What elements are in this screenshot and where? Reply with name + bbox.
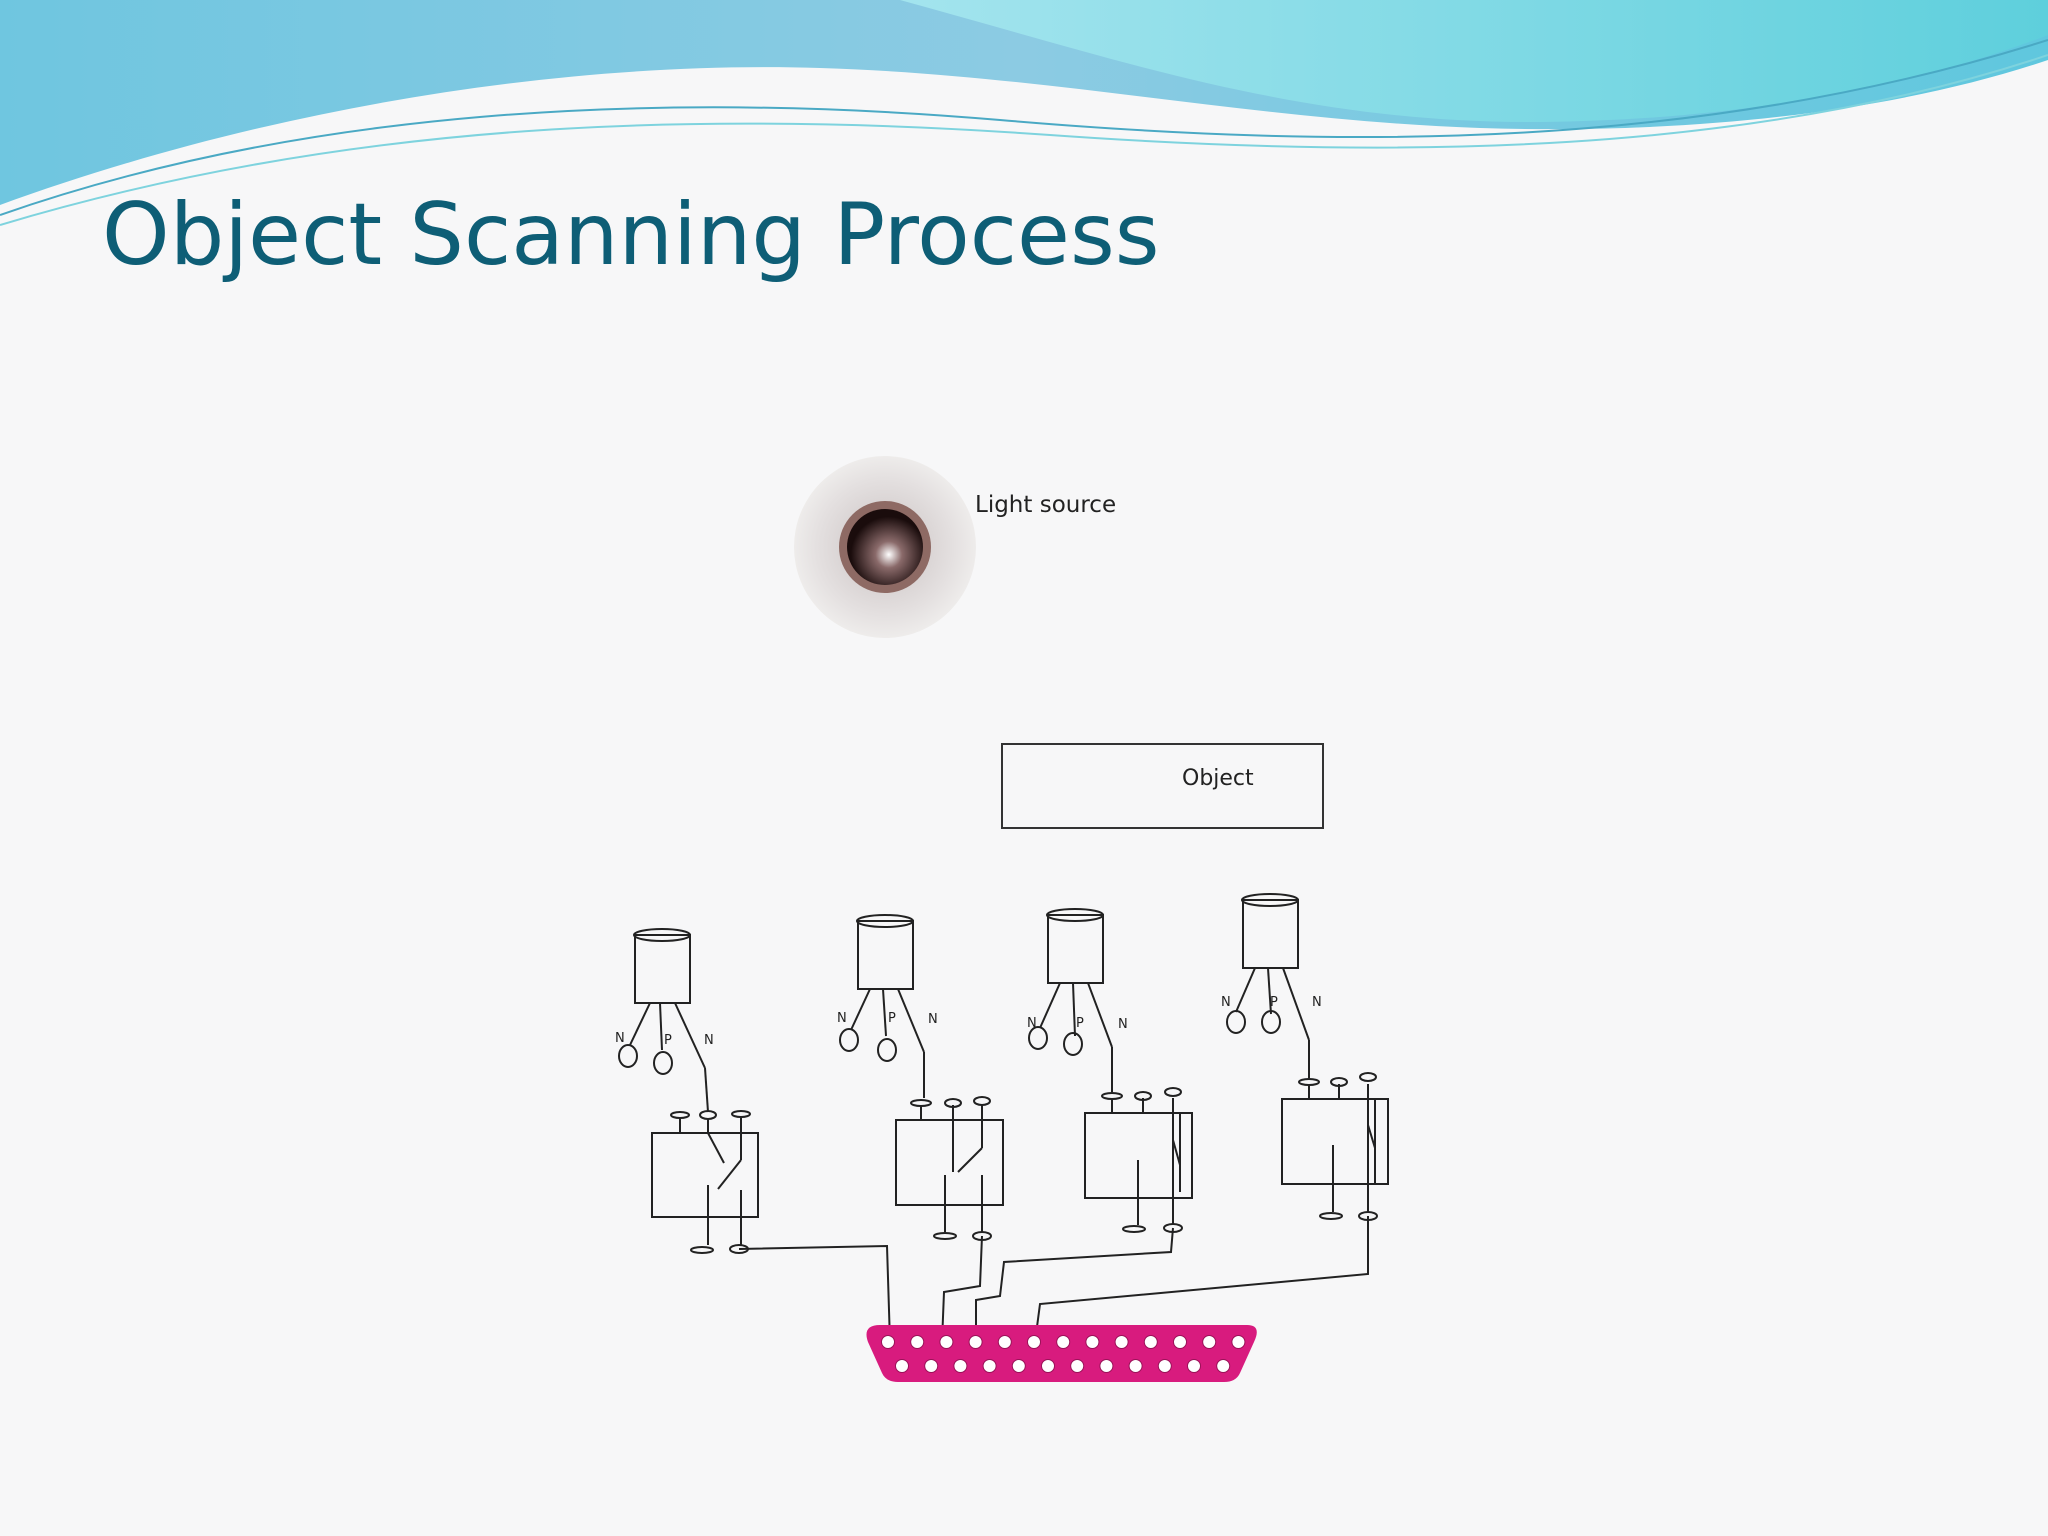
connector-pins [881,1335,1246,1373]
connector-pin [910,1335,925,1349]
relay-box [651,1132,759,1218]
object-label: Object [1182,766,1254,791]
connector-pin [1216,1359,1231,1373]
sensor-unit [1226,893,1389,1221]
db25-connector [866,1325,1257,1382]
pin-label-n: N [1221,995,1231,1010]
connector-pin [1011,1359,1026,1373]
pin-label-n: N [837,1011,847,1026]
connector-pin [997,1335,1012,1349]
connector-shell [866,1325,1257,1382]
pin-label-p: P [1076,1016,1084,1031]
connector-pin [924,1359,939,1373]
light-source-label: Light source [975,492,1116,518]
connector-pin [1231,1335,1246,1349]
connector-pin [1114,1335,1129,1349]
slide-title: Object Scanning Process [102,185,1160,285]
wire [1034,1216,1369,1343]
wire [941,1235,983,1343]
pin-label-p: P [888,1011,896,1026]
pin-label-n: N [704,1033,714,1048]
pin-label-n: N [1027,1016,1037,1031]
connector-pin [1157,1359,1172,1373]
object-box [1001,743,1324,829]
connector-pin [939,1335,954,1349]
wires [738,1216,1369,1343]
connector-pin [1128,1359,1143,1373]
pin-label-p: P [1270,995,1278,1010]
connector-pin [1202,1335,1217,1349]
connector-pin [1056,1335,1071,1349]
connector-pin [982,1359,997,1373]
pin-label-n: N [1312,995,1322,1010]
connector-pin [1173,1335,1187,1349]
pin-label-n: N [928,1012,938,1027]
connector-pin [1027,1335,1041,1349]
sensor-unit [839,914,1004,1241]
connector-pin [968,1335,983,1349]
phototransistor-body [1047,914,1104,984]
sensor-unit [1028,908,1193,1233]
connector-pin [895,1359,909,1373]
connector-pin [1187,1359,1201,1373]
connector-pin [1041,1359,1055,1373]
light-source [794,456,976,638]
relay-box [895,1119,1004,1206]
connector-pin [1099,1359,1114,1373]
connector-pin [1070,1359,1085,1373]
wire [975,1227,1174,1342]
connector-pin [953,1359,968,1373]
light-source-bulb [847,509,923,585]
connector-pin [881,1335,895,1349]
phototransistor-body [634,934,691,1004]
wire [738,1244,891,1343]
phototransistor-body [857,920,914,990]
connector-pin [1085,1335,1100,1349]
pin-label-n: N [615,1031,625,1046]
relay-box [1281,1098,1389,1185]
pin-label-p: P [664,1033,672,1048]
phototransistor-body [1242,899,1299,969]
sensor-unit [618,928,759,1254]
connector-pin [1143,1335,1158,1349]
header-waves [0,0,2048,226]
pin-label-n: N [1118,1017,1128,1032]
